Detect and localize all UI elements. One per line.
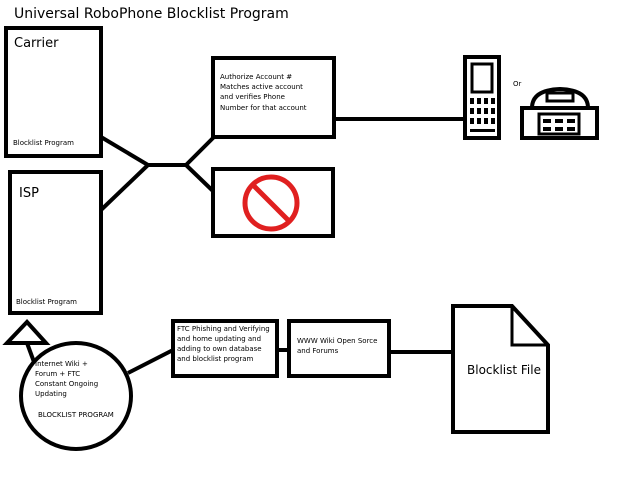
community-footer: BLOCKLIST PROGRAM [38,411,114,419]
ftc-text: FTC Phishing and Verifying and home upda… [177,325,272,363]
carrier-box: Carrier Blocklist Program [4,26,103,158]
wiki-text: WWW Wiki Open Sorce and Forums [297,337,380,355]
ftc-box: FTC Phishing and Verifying and home upda… [171,319,279,378]
desk-phone-icon [520,86,599,140]
community-text: Internet Wiki + Forum + FTC Constant Ong… [35,360,100,398]
blocked-box [211,167,335,238]
triangle-arrow-icon [2,319,51,345]
connector-carrier [99,135,150,167]
connector-isp [99,163,150,212]
authorize-text: Authorize Account # Matches active accou… [220,73,307,112]
isp-box: ISP Blocklist Program [8,170,103,315]
cell-phone-icon [463,55,501,140]
connectors [25,117,463,375]
isp-sublabel: Blocklist Program [16,298,77,306]
connector-ftc [127,348,174,375]
community-circle: Internet Wiki + Forum + FTC Constant Ong… [19,341,133,451]
connector-authorize [184,135,216,167]
connector-triangle [25,342,36,363]
or-label: Or [513,80,522,88]
carrier-label: Carrier [14,36,59,51]
carrier-sublabel: Blocklist Program [13,139,74,147]
isp-label: ISP [19,186,39,201]
blocklist-file-label: Blocklist File [467,363,541,377]
wiki-box: WWW Wiki Open Sorce and Forums [287,319,391,378]
diagram-title: Universal RoboPhone Blocklist Program [14,6,289,22]
blocklist-file-icon: Blocklist File [451,304,550,434]
prohibited-icon [242,174,300,232]
connector-blocked [184,163,216,194]
authorize-box: Authorize Account # Matches active accou… [211,56,336,139]
